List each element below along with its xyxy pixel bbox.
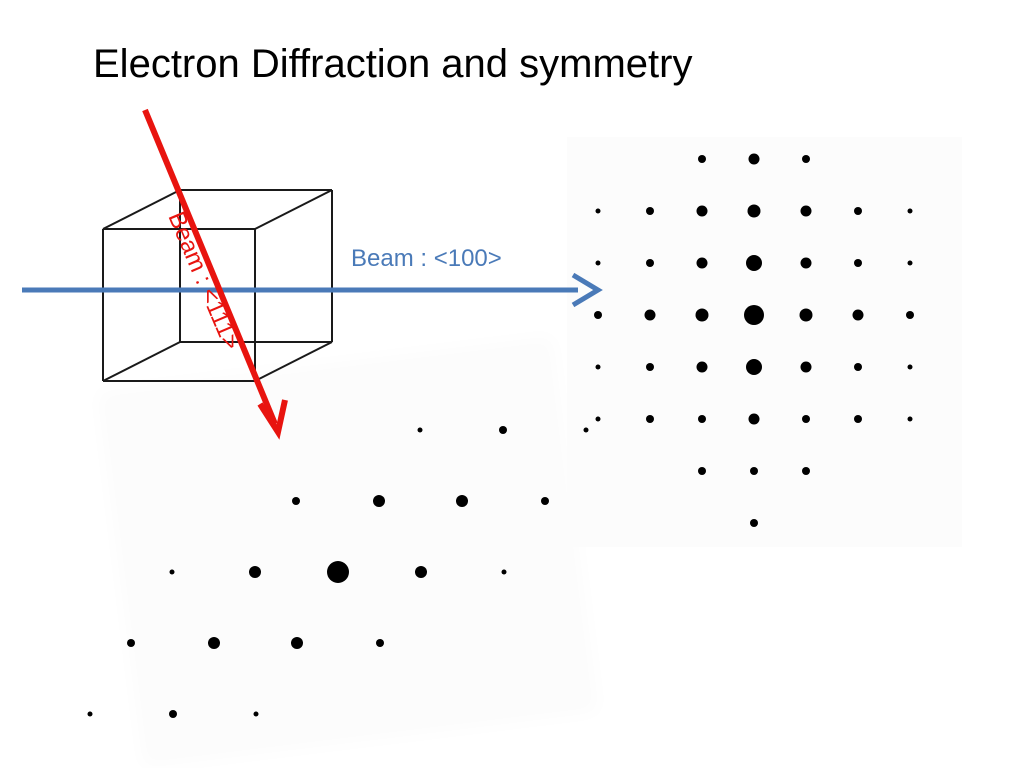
- diffraction-spot: [696, 361, 708, 373]
- diffraction-spot: [698, 155, 706, 163]
- diffraction-spot: [800, 205, 812, 217]
- diffraction-spot: [906, 311, 914, 319]
- diffraction-spot: [253, 711, 259, 717]
- crystal-cube: [102, 189, 333, 382]
- diffraction-spot: [799, 308, 813, 322]
- diffraction-spot: [646, 259, 654, 267]
- diffraction-spot: [417, 427, 423, 433]
- diffraction-pattern-111: [87, 426, 589, 718]
- diffraction-spot: [746, 359, 762, 375]
- diffraction-spot: [744, 305, 764, 325]
- beam-111-arrow: [142, 108, 288, 440]
- diffraction-spot: [373, 495, 385, 507]
- diffraction-spot: [750, 519, 758, 527]
- diffraction-spot: [415, 566, 427, 578]
- diffraction-spot: [802, 415, 810, 423]
- diffraction-spot: [802, 155, 810, 163]
- diffraction-spot: [644, 309, 656, 321]
- diffraction-spot: [748, 153, 760, 165]
- diffraction-spot: [907, 364, 913, 370]
- diffraction-spot: [750, 467, 758, 475]
- diffraction-spot: [595, 260, 601, 266]
- diffraction-spot: [87, 711, 93, 717]
- diffraction-spot: [169, 710, 177, 718]
- diffraction-spot: [698, 415, 706, 423]
- diffraction-spot: [854, 415, 862, 423]
- cube-edge: [102, 189, 181, 230]
- diffraction-spot: [292, 497, 300, 505]
- diffraction-spot: [907, 260, 913, 266]
- diffraction-spot: [249, 566, 261, 578]
- diffraction-spot: [646, 415, 654, 423]
- pattern-100-background: [567, 137, 962, 547]
- beam-100-label: Beam : <100>: [351, 245, 502, 272]
- diffraction-spot: [746, 255, 762, 271]
- diffraction-spot: [595, 208, 601, 214]
- diffraction-spot: [854, 207, 862, 215]
- diffraction-spot: [456, 495, 468, 507]
- diffraction-spot: [594, 311, 602, 319]
- diffraction-spot: [291, 637, 303, 649]
- diffraction-spot: [695, 308, 709, 322]
- beam-100-arrow: [22, 272, 603, 308]
- diffraction-spot: [696, 205, 708, 217]
- diffraction-spot: [169, 569, 175, 575]
- diffraction-spot: [583, 427, 589, 433]
- diffraction-spot: [802, 467, 810, 475]
- diffraction-spot: [499, 426, 507, 434]
- diffraction-spot: [376, 639, 384, 647]
- cube-edge: [254, 341, 333, 382]
- diffraction-spot: [646, 207, 654, 215]
- cube-edge: [254, 189, 333, 230]
- diffraction-spot: [646, 363, 654, 371]
- diffraction-spot: [595, 416, 601, 422]
- diffraction-spot: [208, 637, 220, 649]
- diffraction-spot: [907, 416, 913, 422]
- diffraction-spot: [327, 561, 349, 583]
- diffraction-spot: [747, 204, 761, 218]
- diffraction-spot: [748, 413, 760, 425]
- diffraction-spot: [800, 361, 812, 373]
- diffraction-spot: [501, 569, 507, 575]
- diffraction-spot: [854, 363, 862, 371]
- diffraction-spot: [698, 467, 706, 475]
- diffraction-spot: [907, 208, 913, 214]
- diffraction-spot: [127, 639, 135, 647]
- diffraction-spot: [541, 497, 549, 505]
- diffraction-spot: [800, 257, 812, 269]
- cube-edge: [102, 341, 181, 382]
- diffraction-spot: [854, 259, 862, 267]
- diffraction-spot: [595, 364, 601, 370]
- diffraction-spot: [852, 309, 864, 321]
- diffraction-spot: [696, 257, 708, 269]
- diffraction-pattern-100: [594, 153, 914, 527]
- slide-title: Electron Diffraction and symmetry: [93, 42, 693, 86]
